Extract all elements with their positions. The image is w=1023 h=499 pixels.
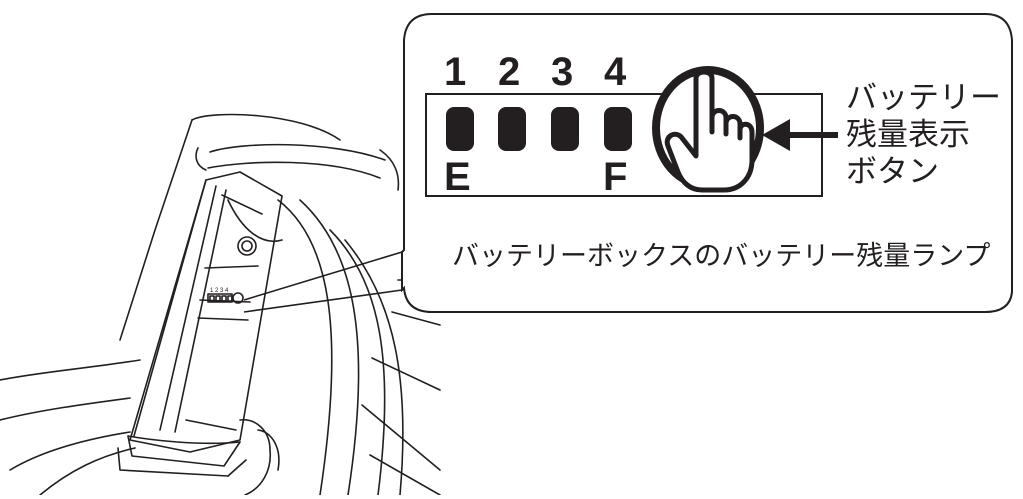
lamp-number-2: 2 [498, 50, 520, 94]
lamp-number-3: 3 [551, 50, 573, 94]
charge-lamp-2 [498, 107, 526, 151]
indicator-panel [425, 93, 823, 197]
battery-display-button [652, 66, 764, 193]
mini-panel-numbers: 1 2 3 4 [210, 288, 229, 294]
empty-label: E [444, 155, 471, 199]
charge-lamp-1 [446, 107, 474, 151]
full-label: F [603, 155, 627, 199]
pressing-hand-icon [664, 69, 755, 193]
button-label-line-1: バッテリー [846, 80, 1001, 116]
bicycle-illustration [0, 113, 441, 496]
callout-caption: バッテリーボックスのバッテリー残量ランプ [452, 241, 990, 272]
button-label-line-3: ボタン [846, 154, 939, 190]
button-label-line-2: 残量表示 [846, 117, 970, 153]
charge-lamp-4 [604, 107, 632, 151]
charge-lamps [446, 107, 632, 151]
lamp-number-4: 4 [604, 50, 627, 94]
callout-leader [243, 251, 403, 313]
pointer-arrow [762, 119, 838, 151]
charge-lamp-3 [551, 107, 579, 151]
lamp-number-1: 1 [444, 50, 466, 94]
